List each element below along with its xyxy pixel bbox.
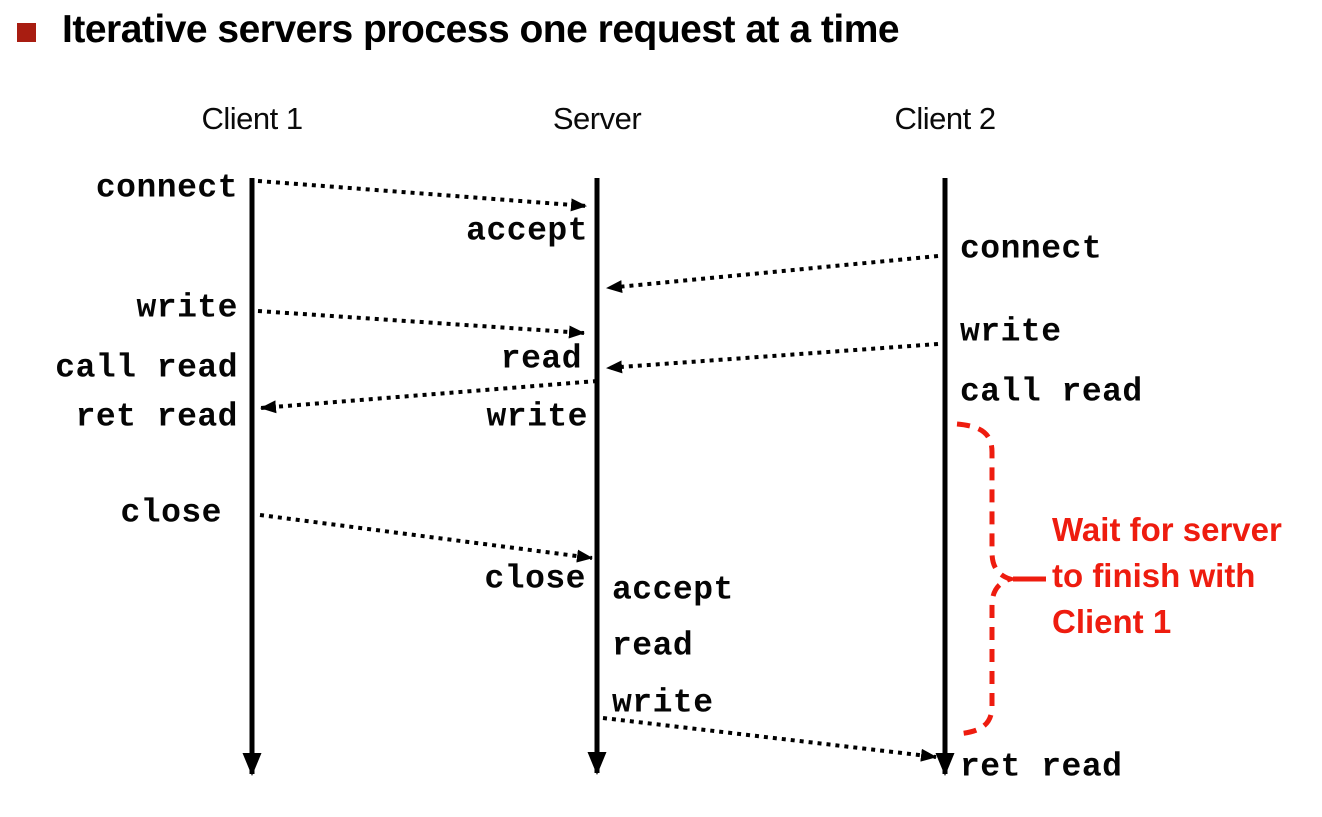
wait-annotation-line-2: to finish with (1052, 557, 1256, 594)
wait-annotation-line-1: Wait for server (1052, 511, 1282, 548)
arrow-write-client1-to-server (257, 309, 585, 339)
arrow-write-server-to-client2 (602, 716, 937, 762)
arrow-close-client1-to-server (259, 513, 593, 563)
bullet-square-icon (17, 23, 36, 42)
arrow-connect-client2-to-server (606, 254, 939, 294)
arrow-write-server-to-client1 (260, 379, 598, 414)
wait-annotation-line-3: Client 1 (1052, 603, 1172, 640)
arrow-write-client2-to-server (606, 342, 939, 374)
slide-title: Iterative servers process one request at… (62, 8, 900, 51)
slide-title-row: Iterative servers process one request at… (17, 8, 900, 52)
wait-brace (956, 421, 1018, 737)
arrow-connect-client1-to-server (257, 179, 587, 212)
